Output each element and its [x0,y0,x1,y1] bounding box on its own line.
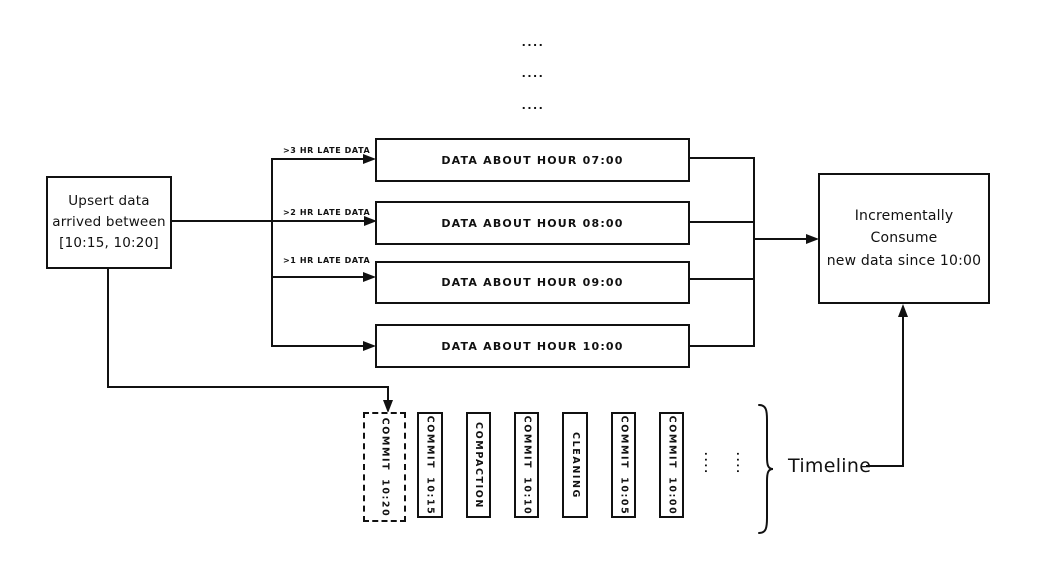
connector-hour09 [272,276,365,278]
arrowhead-hour07 [363,154,376,164]
arrowhead-timeline [898,304,908,317]
data-box-hour-0800-text: DATA ABOUT HOUR 08:00 [441,216,624,230]
timeline-ellipsis-2: .... [734,451,746,476]
connector-out-hour09 [690,278,755,280]
commit-box-1005-text: COMMIT 10:05 [618,415,629,515]
arrowhead-hour10 [363,341,376,351]
commit-box-1005: COMMIT 10:05 [611,412,636,518]
data-box-hour-0700-text: DATA ABOUT HOUR 07:00 [441,153,624,167]
arrowhead-commit [383,400,393,413]
arrowhead-hour08 [364,216,377,226]
top-ellipsis-1: .... [521,36,545,49]
late-label-2hr: >2 HR LATE DATA [283,208,371,217]
compaction-box-text: COMPACTION [473,421,484,509]
data-box-hour-0900: DATA ABOUT HOUR 09:00 [375,261,690,304]
data-box-hour-1000: DATA ABOUT HOUR 10:00 [375,324,690,368]
connector-out-hour07 [690,157,755,159]
connector-hour07 [272,158,365,160]
cleaning-box-text: CLEANING [569,431,581,499]
top-ellipsis-3: .... [521,99,545,112]
connector-timeline-v [902,315,904,467]
data-box-hour-1000-text: DATA ABOUT HOUR 10:00 [441,339,624,353]
connector-out-hour08 [690,221,755,223]
timeline-brace [758,404,774,534]
commit-box-1020: COMMIT 10:20 [363,412,406,522]
commit-box-1015: COMMIT 10:15 [417,412,443,518]
connector-out-hour10 [690,345,755,347]
compaction-box: COMPACTION [466,412,491,518]
consumer-box: Incrementally Consume new data since 10:… [818,173,990,304]
connector-timeline-h [866,465,904,467]
connector-bus-vertical [753,157,755,347]
upsert-box-text: Upsert data arrived between [10:15, 10:2… [52,193,166,251]
connector-consumer [753,238,807,240]
consumer-box-text: Incrementally Consume new data since 10:… [826,207,982,269]
connector-main [172,220,366,222]
late-label-3hr: >3 HR LATE DATA [283,146,371,155]
timeline-label: Timeline [788,455,872,477]
connector-down-3 [387,386,389,402]
connector-down-1 [107,269,109,388]
commit-box-1010: COMMIT 10:10 [514,412,539,518]
commit-box-1000: COMMIT 10:00 [659,412,684,518]
data-box-hour-0700: DATA ABOUT HOUR 07:00 [375,138,690,182]
connector-branch-vertical [271,158,273,347]
cleaning-box: CLEANING [562,412,588,518]
data-box-hour-0900-text: DATA ABOUT HOUR 09:00 [441,276,624,289]
upsert-box: Upsert data arrived between [10:15, 10:2… [46,176,172,269]
late-label-1hr: >1 HR LATE DATA [283,256,371,265]
timeline-ellipsis-1: .... [702,451,714,476]
data-box-hour-0800: DATA ABOUT HOUR 08:00 [375,201,690,245]
commit-box-1020-text: COMMIT 10:20 [379,417,390,517]
commit-box-1000-text: COMMIT 10:00 [666,415,677,515]
arrowhead-consumer [806,234,819,244]
commit-box-1010-text: COMMIT 10:10 [521,415,532,515]
connector-hour10 [272,345,365,347]
arrowhead-hour09 [363,272,376,282]
connector-down-2 [107,386,389,388]
commit-box-1015-text: COMMIT 10:15 [424,415,436,515]
top-ellipsis-2: .... [521,67,545,80]
